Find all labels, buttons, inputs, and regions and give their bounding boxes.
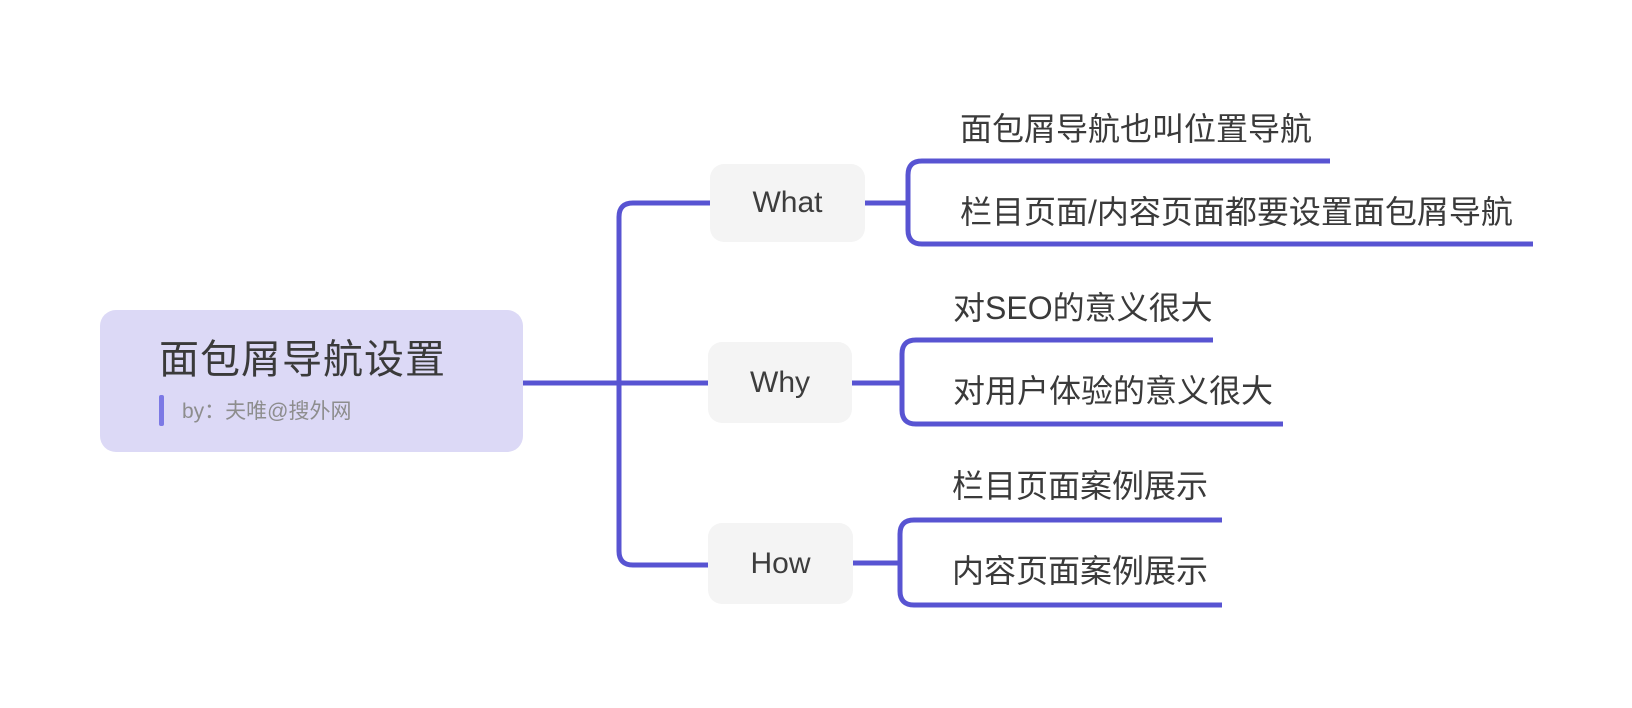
leaf-node-how-1[interactable]: 栏目页面案例展示 [952,468,1209,504]
root-byline: by：夫唯@搜外网 [159,394,523,426]
root-title: 面包屑导航设置 [159,337,446,382]
branch-node-why[interactable]: Why [708,342,852,423]
byline-text: by：夫唯@搜外网 [182,400,352,423]
byline-bar-icon [159,394,164,426]
branch-node-how[interactable]: How [708,523,853,604]
root-node[interactable]: 面包屑导航设置 by：夫唯@搜外网 [100,310,523,452]
leaf-node-why-2[interactable]: 对用户体验的意义很大 [953,373,1274,409]
trunk-connector [616,200,710,568]
branch-node-what[interactable]: What [710,164,865,242]
leaf-node-how-2[interactable]: 内容页面案例展示 [952,553,1209,589]
leaf-node-what-1[interactable]: 面包屑导航也叫位置导航 [960,111,1313,147]
leaf-node-what-2[interactable]: 栏目页面/内容页面都要设置面包屑导航 [960,194,1513,230]
leaf-node-why-1[interactable]: 对SEO的意义很大 [953,290,1213,326]
